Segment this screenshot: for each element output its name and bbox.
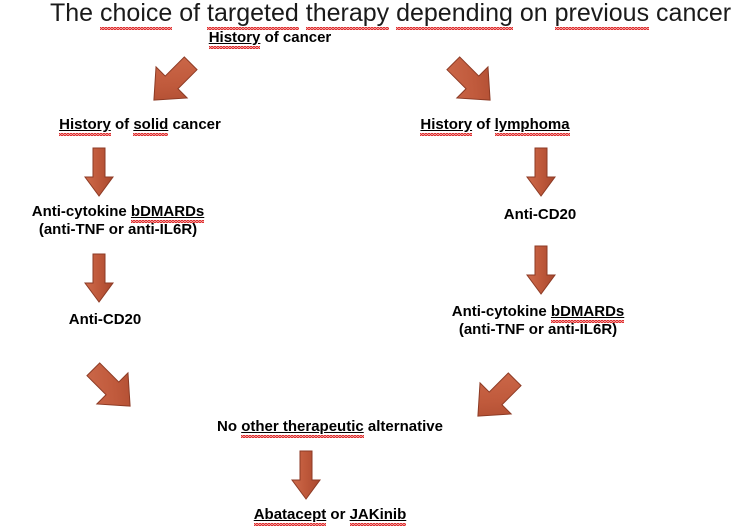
node-abatacept-or-jakinib: Abatacept or JAKinib: [150, 506, 510, 526]
node-anti-cd20-left: Anti-CD20: [68, 311, 142, 328]
node-terminal-sep: or: [326, 506, 350, 523]
arrow-root-to-lymphoma: [440, 52, 502, 110]
node-history-of-lymphoma: History of lymphoma: [395, 116, 595, 136]
node-bdmards-right-prefix: Anti-cytokine: [451, 303, 551, 320]
node-anti-cd20-right: Anti-CD20: [503, 206, 577, 223]
node-bdmards-right-line1: Anti-cytokine bDMARDs: [418, 303, 658, 323]
node-merge-keyword: other therapeutic: [241, 418, 364, 438]
node-bdmards-left-line2: (anti-TNF or anti-IL6R): [38, 220, 198, 238]
node-bdmards-right-line2: (anti-TNF or anti-IL6R): [458, 320, 618, 338]
node-history-of-cancer-rest: of cancer: [260, 29, 332, 46]
arrow-solid-to-bdmards: [83, 146, 115, 198]
node-terminal-keyword-abatacept: Abatacept: [253, 506, 327, 526]
node-history-of-cancer-keyword: History: [208, 29, 261, 49]
page-title: The choice of targeted therapy depending…: [50, 0, 732, 30]
node-solid-keyword-history: History: [59, 116, 111, 136]
node-bdmards-right-keyword: bDMARDs: [550, 303, 625, 323]
node-merge-prefix: No: [217, 418, 242, 435]
node-solid-rest: cancer: [168, 116, 221, 133]
node-terminal-keyword-jakinib: JAKinib: [349, 506, 407, 526]
node-lymphoma-keyword-history: History: [420, 116, 473, 136]
node-bdmards-left-keyword: bDMARDs: [130, 203, 205, 223]
arrow-right-branch-to-merge: [466, 368, 528, 426]
node-history-of-solid-cancer: History of solid cancer: [20, 116, 260, 136]
node-history-of-cancer: History of cancer: [0, 29, 540, 49]
node-lymphoma-keyword-lymphoma: lymphoma: [494, 116, 570, 136]
node-anti-cytokine-bdmards-right: Anti-cytokine bDMARDs (anti-TNF or anti-…: [418, 303, 658, 338]
arrow-merge-to-terminal: [290, 449, 322, 501]
arrow-root-to-solid-cancer: [142, 52, 204, 110]
node-lymphoma-sep1: of: [472, 116, 495, 133]
node-anti-cytokine-bdmards-left: Anti-cytokine bDMARDs (anti-TNF or anti-…: [0, 203, 238, 238]
node-bdmards-left-line1: Anti-cytokine bDMARDs: [0, 203, 238, 223]
arrow-lymphoma-to-anti-cd20: [525, 146, 557, 198]
node-merge-rest: alternative: [363, 418, 443, 435]
node-solid-keyword-solid: solid: [133, 116, 169, 136]
node-bdmards-left-prefix: Anti-cytokine: [31, 203, 131, 220]
node-solid-sep1: of: [110, 116, 134, 133]
node-no-other-therapeutic-alternative: No other therapeutic alternative: [140, 418, 520, 438]
arrow-anti-cd20-to-bdmards-right: [525, 244, 557, 296]
arrow-left-branch-to-merge: [80, 358, 142, 416]
title-text: The choice of targeted therapy depending…: [50, 0, 732, 30]
arrow-bdmards-to-anti-cd20-left: [83, 252, 115, 304]
